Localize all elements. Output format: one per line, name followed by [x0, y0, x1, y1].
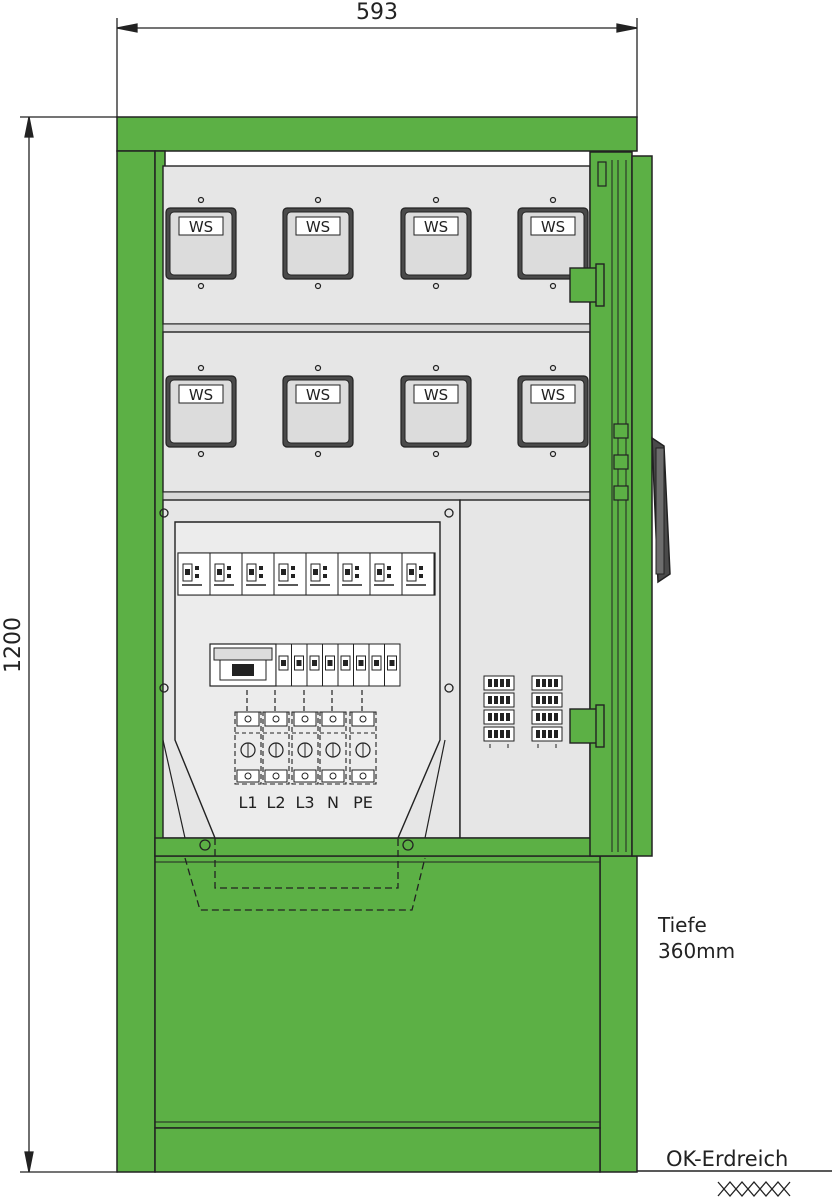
meter-label: WS: [424, 386, 448, 404]
height-dimension-label: 1200: [1, 617, 26, 673]
door-hinge-bottom: [569, 704, 605, 748]
miniature-breaker: [291, 643, 308, 687]
electric-meter: WS: [400, 196, 472, 290]
height-dimension: [20, 116, 118, 1173]
electric-meter: WS: [400, 364, 472, 458]
circuit-breaker: [241, 552, 275, 596]
meter-label: WS: [306, 218, 330, 236]
small-terminal-block: [483, 675, 515, 748]
circuit-breaker: [305, 552, 339, 596]
terminal-label: L2: [266, 793, 285, 812]
cabinet-door[interactable]: [589, 151, 653, 857]
depth-label: Tiefe: [657, 913, 707, 937]
cable-entry-outline: [184, 857, 426, 911]
depth-value: 360mm: [658, 939, 735, 963]
door-clips: [597, 161, 629, 501]
breaker-row-top: [177, 552, 436, 596]
terminal-label: L3: [295, 793, 314, 812]
ground-level-label: OK-Erdreich: [666, 1147, 788, 1171]
main-switch: [209, 643, 277, 687]
small-terminal-block: [531, 675, 563, 748]
meter-label: WS: [541, 386, 565, 404]
meter-group: WS WS WS WS WS WS WS WS: [165, 196, 589, 458]
electric-meter: WS: [517, 364, 589, 458]
meter-label: WS: [306, 386, 330, 404]
miniature-breaker: [353, 643, 370, 687]
circuit-breaker: [369, 552, 403, 596]
main-terminal-block: L1 L2 L3 N PE: [234, 690, 377, 812]
terminal-label: L1: [238, 793, 257, 812]
circuit-breaker: [401, 552, 435, 596]
main-terminal: L3: [291, 711, 319, 812]
miniature-breaker: [322, 643, 339, 687]
miniature-breaker: [384, 643, 401, 687]
meter-label: WS: [541, 218, 565, 236]
width-dimension: [116, 18, 638, 118]
terminal-label: N: [327, 793, 339, 812]
meter-label: WS: [189, 218, 213, 236]
circuit-breaker: [209, 552, 243, 596]
circuit-breaker: [177, 552, 211, 596]
miniature-breaker: [306, 643, 323, 687]
terminal-label: PE: [353, 793, 373, 812]
electric-meter: WS: [282, 196, 354, 290]
terminal-panel: [459, 499, 591, 839]
miniature-breaker: [368, 643, 385, 687]
cabinet-frame: [116, 116, 638, 1173]
electric-meter: WS: [165, 196, 237, 290]
small-terminal-blocks: [483, 675, 563, 748]
electric-meter: WS: [517, 196, 589, 290]
electric-meter: WS: [282, 364, 354, 458]
meter-label: WS: [424, 218, 448, 236]
main-terminal: L1: [234, 711, 262, 812]
meter-label: WS: [189, 386, 213, 404]
main-terminal: N: [319, 711, 347, 812]
circuit-breaker: [337, 552, 371, 596]
width-dimension-label: 593: [356, 0, 398, 25]
main-terminal: PE: [349, 711, 377, 812]
panel-screws: [159, 508, 454, 851]
electric-meter: WS: [165, 364, 237, 458]
breaker-row-rcd: [209, 643, 401, 687]
ground-hatch-icon: [717, 1181, 791, 1197]
circuit-breaker: [273, 552, 307, 596]
miniature-breaker: [337, 643, 354, 687]
main-terminal: L2: [262, 711, 290, 812]
door-handle-icon[interactable]: [651, 436, 671, 584]
miniature-breaker: [275, 643, 292, 687]
door-hinge-top: [569, 263, 605, 307]
